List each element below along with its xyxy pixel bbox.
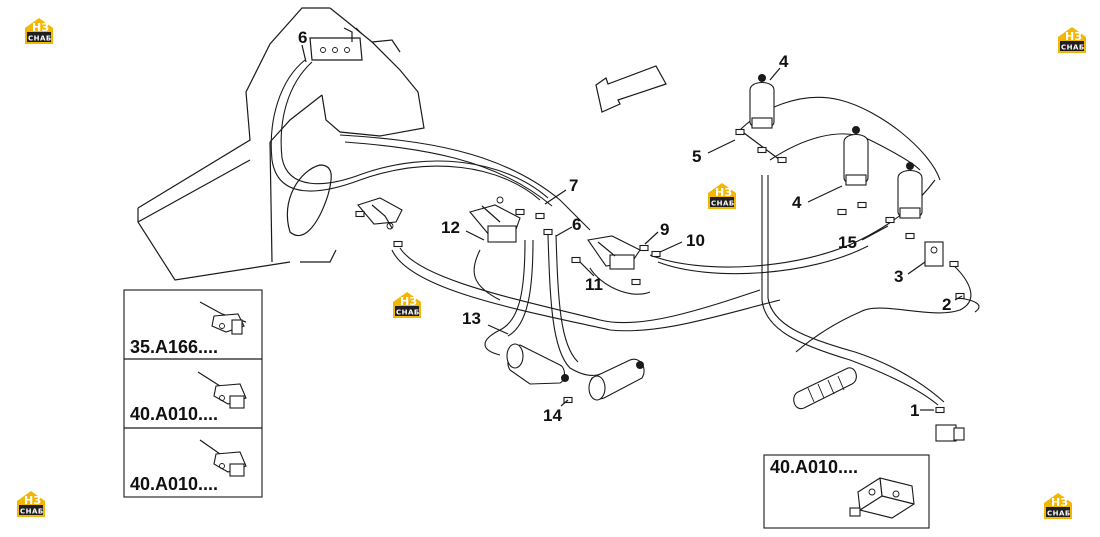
callout-8: 6 [298,28,307,47]
callout-9: 9 [660,220,669,239]
brake-valve-center [469,196,553,243]
reference-box-stack: 35.A166.... 40.A010.... 40.A010.... [123,289,263,498]
callout-1: 1 [910,401,919,420]
callout-12: 12 [441,218,460,237]
brand-logo-top-left [25,18,53,44]
brand-logo-center [708,183,736,209]
callout-5: 5 [692,147,701,166]
accumulator-cylinder-right [563,358,645,404]
brand-logo-bottom-right [1044,493,1072,519]
callout-10: 10 [686,231,705,250]
callout-13: 13 [462,309,481,328]
reference-thumb-2 [197,371,247,409]
callout-11: 11 [585,275,603,294]
brand-logo-top-right [1058,27,1086,53]
callout-numbers: 6 4 5 4 15 3 2 1 7 6 9 10 11 12 13 14 [298,28,951,425]
accumulator-top [735,74,787,164]
callout-15: 15 [838,233,857,252]
reference-label-3: 40.A010.... [130,474,218,494]
accumulator-right [885,162,923,240]
callout-4-middle: 4 [792,193,802,212]
reference-thumb-1 [199,301,247,335]
callout-2: 2 [942,295,951,314]
callout-14: 14 [543,406,562,425]
hose-sleeve [793,367,857,410]
reference-box-valve: 40.A010.... [763,454,930,529]
machine-frame [137,7,425,281]
reference-thumb-3 [199,439,247,477]
reference-label-1: 35.A166.... [130,337,218,357]
accumulator-middle [837,126,869,216]
brand-logo-mid-left [393,292,421,318]
end-valve-1 [935,406,965,442]
valve-block-3 [924,241,965,300]
direction-arrow [595,65,667,113]
callout-7: 7 [569,176,578,195]
accumulator-cylinder-left [506,343,569,385]
brake-valve-right [571,235,661,286]
hose-routing [270,59,980,406]
callout-6: 6 [572,215,581,234]
reference-label-4: 40.A010.... [770,457,858,477]
callout-leaders [301,44,963,411]
reference-label-2: 40.A010.... [130,404,218,424]
callout-4-top: 4 [779,52,789,71]
brake-valve-left [355,197,403,248]
brand-logo-bottom-left [17,491,45,517]
callout-3: 3 [894,267,903,286]
